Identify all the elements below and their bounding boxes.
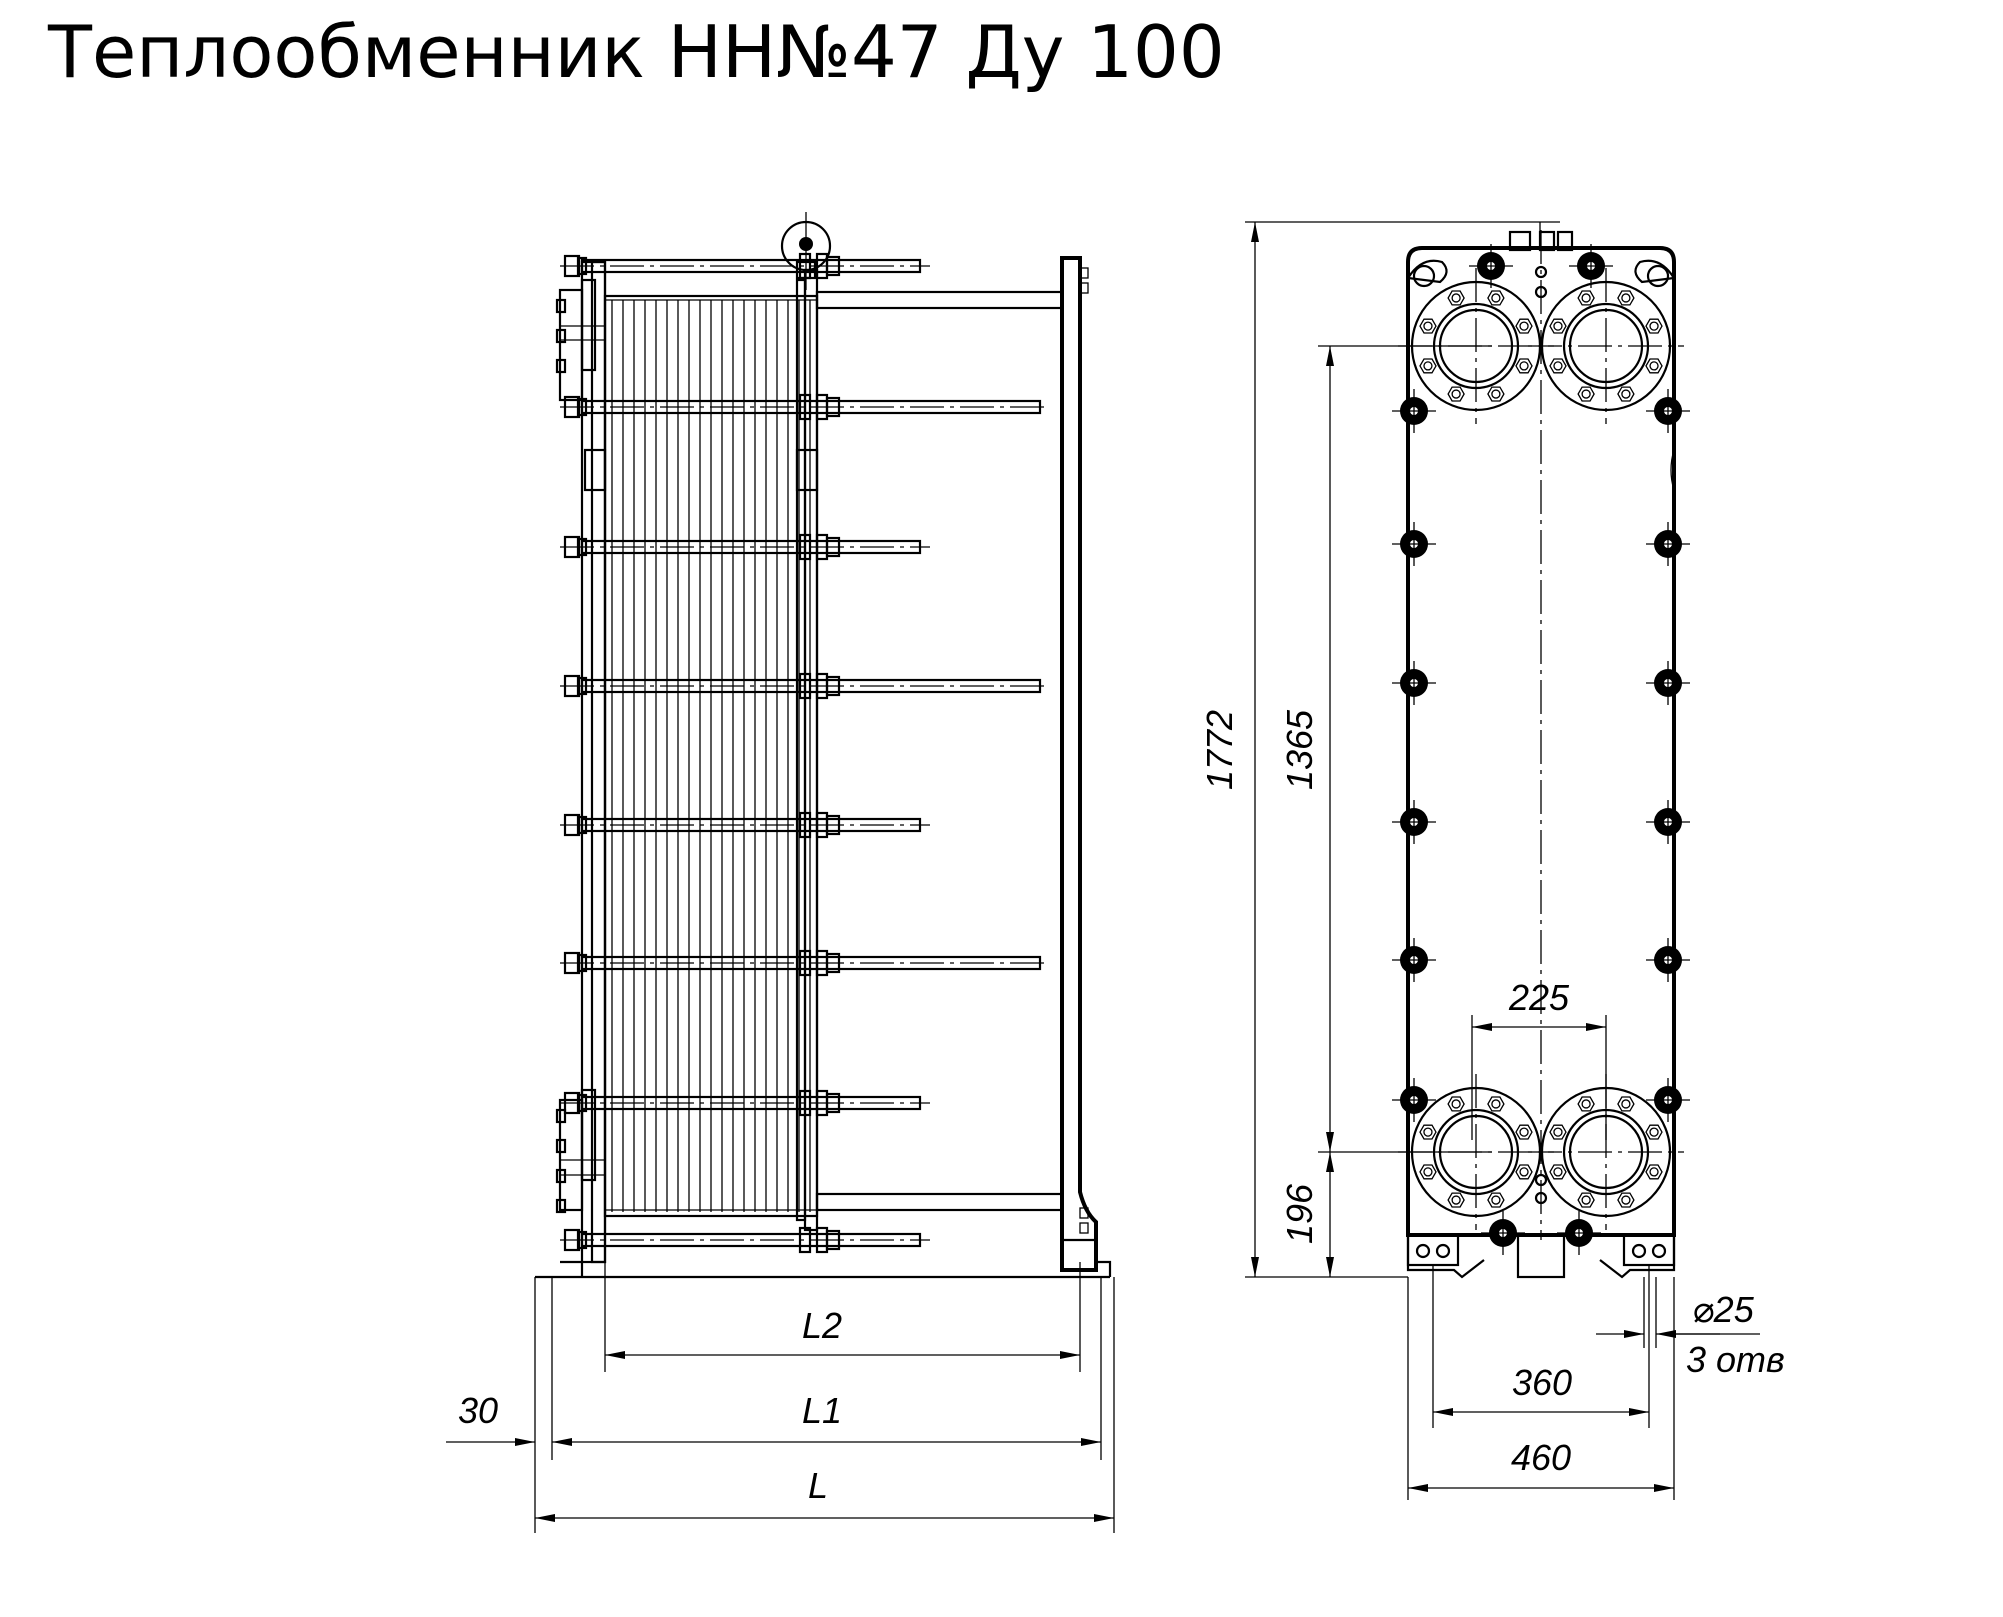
dim-1772: 1772 bbox=[1199, 710, 1240, 790]
front-feet bbox=[1406, 1233, 1676, 1279]
tie-bolt bbox=[560, 252, 930, 280]
dim-hole-count: 3 отв bbox=[1686, 1339, 1785, 1380]
dim-196: 196 bbox=[1279, 1183, 1320, 1244]
frame-bolt bbox=[1392, 389, 1436, 433]
front-dimensions: 1772 1365 196 225 360 460 ⌀25 3 отв bbox=[1199, 221, 1785, 1500]
port-flange bbox=[1528, 268, 1684, 424]
fixed-frame-plate bbox=[555, 260, 607, 1264]
dim-hole-diameter: ⌀25 bbox=[1692, 1289, 1755, 1330]
frame-bolt bbox=[1481, 1211, 1525, 1255]
tie-bolt bbox=[560, 672, 1050, 700]
frame-bolt bbox=[1569, 244, 1613, 288]
frame-bolt bbox=[1646, 1078, 1690, 1122]
frame-bolt bbox=[1392, 1078, 1436, 1122]
frame-bolt bbox=[1646, 661, 1690, 705]
tie-bolt bbox=[560, 1226, 930, 1254]
frame-bolt bbox=[1392, 800, 1436, 844]
dim-L2: L2 bbox=[802, 1305, 842, 1346]
front-view bbox=[1392, 222, 1690, 1279]
dim-1365: 1365 bbox=[1279, 709, 1320, 790]
lifting-eye bbox=[780, 212, 832, 290]
plate-pack bbox=[603, 294, 819, 1218]
dim-L: L bbox=[808, 1465, 828, 1506]
dim-30: 30 bbox=[458, 1390, 498, 1431]
tie-bolt bbox=[560, 1089, 930, 1117]
frame-bolt bbox=[1646, 800, 1690, 844]
frame-bolt bbox=[1646, 938, 1690, 982]
lower-guide-bar bbox=[605, 1192, 1064, 1212]
frame-bolt bbox=[1557, 1211, 1601, 1255]
frame-bolt bbox=[1392, 938, 1436, 982]
frame-feet bbox=[535, 1260, 1112, 1279]
frame-bolt bbox=[1392, 661, 1436, 705]
page-title: Теплообменник НН№47 Ду 100 bbox=[48, 10, 1225, 94]
tie-bolt bbox=[560, 533, 930, 561]
frame-bolt bbox=[1646, 522, 1690, 566]
frame-bolt bbox=[1392, 522, 1436, 566]
side-view bbox=[535, 212, 1112, 1279]
frame-bolt bbox=[1646, 389, 1690, 433]
dim-L1: L1 bbox=[802, 1390, 842, 1431]
frame-bolts bbox=[1392, 244, 1690, 1255]
dim-460: 460 bbox=[1511, 1437, 1571, 1478]
side-dimensions: L2 L1 30 L bbox=[446, 1262, 1115, 1533]
upper-guide-bar bbox=[605, 290, 1064, 310]
support-column bbox=[1060, 256, 1098, 1272]
tie-bolt bbox=[560, 811, 930, 839]
dim-360: 360 bbox=[1512, 1362, 1572, 1403]
dim-225: 225 bbox=[1508, 977, 1570, 1018]
tie-bolts bbox=[560, 252, 1050, 1254]
frame-bolt bbox=[1469, 244, 1513, 288]
tie-bolt bbox=[560, 949, 1050, 977]
frame-outline bbox=[1406, 246, 1676, 1237]
tie-bolt bbox=[560, 393, 1050, 421]
